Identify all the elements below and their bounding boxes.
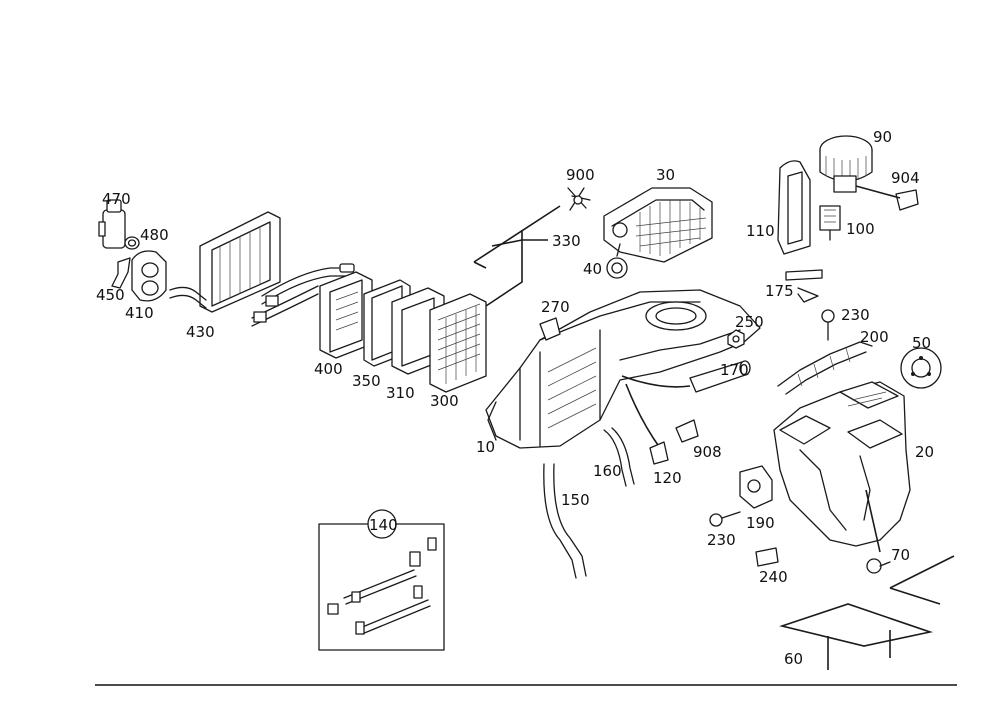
part-175-seal: [785, 269, 823, 303]
label-450: 450: [96, 286, 125, 304]
part-904-foam-pad: [895, 189, 919, 211]
part-110-duct: [777, 160, 811, 255]
label-250: 250: [735, 313, 764, 331]
label-120: 120: [653, 469, 682, 487]
label-30: 30: [656, 166, 675, 184]
part-230-screw-bottom: [709, 511, 741, 527]
label-908: 908: [693, 443, 722, 461]
part-480-oring: [124, 236, 140, 250]
label-480: 480: [140, 226, 169, 244]
part-410-flange: [131, 250, 167, 302]
part-230-screw-top: [821, 309, 835, 341]
label-150: 150: [561, 491, 590, 509]
part-20-distribution-housing: [773, 381, 911, 547]
part-200-wire-harness: [777, 341, 873, 395]
label-310: 310: [386, 384, 415, 402]
label-70: 70: [891, 546, 910, 564]
kit-140-cables: [327, 537, 437, 635]
hose-170-link: [621, 375, 691, 388]
label-170: 170: [720, 361, 749, 379]
label-900: 900: [566, 166, 595, 184]
part-50-grommet: [900, 347, 942, 389]
leader-330: [473, 205, 561, 307]
label-100: 100: [846, 220, 875, 238]
label-90: 90: [873, 128, 892, 146]
part-900-clip: [567, 187, 591, 211]
part-120-sensor: [649, 441, 669, 465]
part-160-hose: [603, 427, 635, 487]
label-230-bottom: 230: [707, 531, 736, 549]
label-240: 240: [759, 568, 788, 586]
part-90-blower-motor: [819, 135, 873, 193]
leader-904: [855, 185, 901, 199]
part-100-resistor: [819, 205, 841, 241]
label-20: 20: [915, 443, 934, 461]
leader-60: [779, 555, 955, 670]
part-430-heater-core: [169, 211, 346, 327]
part-170-tube: [689, 360, 751, 393]
part-450-bracket: [111, 257, 131, 289]
label-330: 330: [552, 232, 581, 250]
label-200: 200: [860, 328, 889, 346]
part-70-screw: [866, 558, 891, 574]
label-410: 410: [125, 304, 154, 322]
label-140: 140: [369, 516, 398, 534]
part-150-drain-hose: [543, 463, 587, 579]
label-350: 350: [352, 372, 381, 390]
label-300: 300: [430, 392, 459, 410]
cable-120: [625, 383, 661, 449]
label-190: 190: [746, 514, 775, 532]
part-270-cap: [539, 317, 561, 341]
label-400: 400: [314, 360, 343, 378]
part-10-main-housing: [485, 289, 761, 449]
part-240-pad: [755, 547, 779, 567]
part-300-filter-cell: [429, 293, 487, 393]
part-250-nut: [727, 329, 745, 349]
label-160: 160: [593, 462, 622, 480]
label-60: 60: [784, 650, 803, 668]
label-270: 270: [541, 298, 570, 316]
part-30-actuator-module: [603, 187, 713, 263]
part-40-gear: [606, 243, 628, 279]
label-50: 50: [912, 334, 931, 352]
label-430: 430: [186, 323, 215, 341]
label-904: 904: [891, 169, 920, 187]
part-190-motor: [739, 465, 773, 509]
label-230-top: 230: [841, 306, 870, 324]
leader-70: [865, 489, 881, 553]
part-470-valve: [98, 199, 126, 249]
label-40: 40: [583, 260, 602, 278]
label-110: 110: [746, 222, 775, 240]
part-908-foam: [675, 419, 699, 443]
label-175: 175: [765, 282, 794, 300]
label-10: 10: [476, 438, 495, 456]
kit-140-box: [318, 509, 445, 651]
label-470: 470: [102, 190, 131, 208]
